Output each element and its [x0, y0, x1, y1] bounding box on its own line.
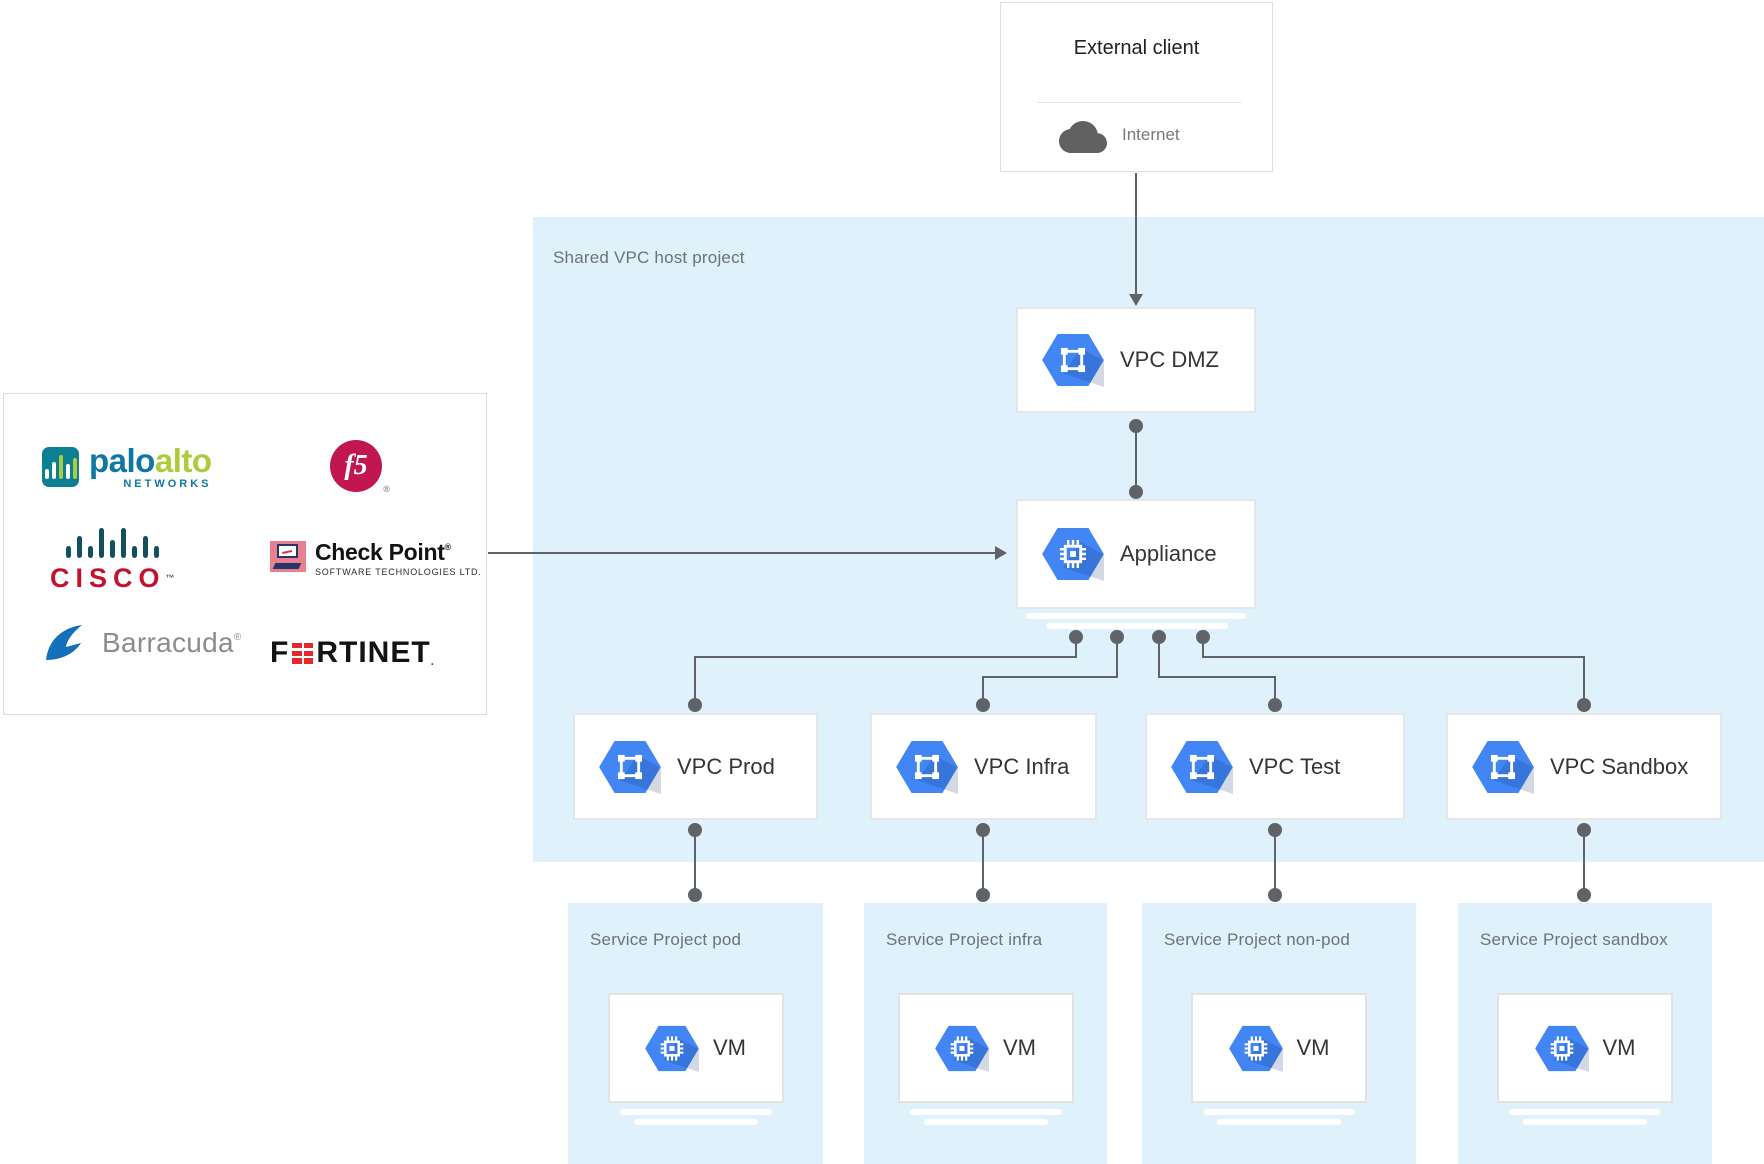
node-label: VPC Sandbox	[1550, 753, 1689, 779]
barracuda-logo: Barracuda®	[44, 624, 242, 662]
compute-vm-icon	[935, 1025, 989, 1072]
service-project-infra-area: Service Project infra VM	[864, 903, 1107, 1164]
f5-registered-mark: ®	[383, 484, 390, 494]
cisco-trademark: ™	[165, 573, 175, 583]
instance-stack-line	[1203, 1109, 1355, 1115]
node-label: Appliance	[1120, 541, 1217, 566]
palo-alto-word-palo: palo	[89, 442, 155, 479]
vpc-dmz-node: VPC DMZ	[1016, 307, 1256, 413]
service-project-infra-label: Service Project infra	[886, 930, 1043, 949]
instance-stack-line	[1217, 1119, 1341, 1125]
vpc-prod-node: VPC Prod	[573, 713, 818, 820]
appliance-node: Appliance	[1016, 499, 1256, 609]
vm-node-non-pod: VM	[1191, 993, 1367, 1103]
vpc-network-icon	[1472, 740, 1534, 794]
palo-alto-networks-subtext: NETWORKS	[123, 478, 212, 490]
vm-label: VM	[1003, 1035, 1036, 1060]
vm-node-infra: VM	[897, 993, 1074, 1103]
compute-appliance-icon	[1042, 527, 1104, 581]
vpc-network-icon	[896, 740, 958, 794]
instance-stack-line	[1509, 1109, 1661, 1115]
check-point-text: Check Point	[315, 539, 445, 565]
instance-stack-line	[923, 1119, 1048, 1125]
vpc-test-node: VPC Test	[1145, 713, 1405, 820]
service-project-non-pod-label: Service Project non-pod	[1164, 930, 1351, 949]
compute-vm-icon	[1229, 1025, 1283, 1072]
shared-vpc-host-project-label: Shared VPC host project	[553, 248, 745, 267]
node-label: VPC Infra	[974, 753, 1070, 779]
palo-alto-word-alto: alto	[154, 442, 212, 479]
vm-node-sandbox: VM	[1497, 993, 1673, 1103]
internet-cloud-icon	[1059, 121, 1107, 153]
internet-label: Internet	[1122, 125, 1180, 144]
compute-vm-icon	[1535, 1025, 1589, 1072]
fortinet-gate-icon	[292, 642, 314, 664]
node-label: VPC Test	[1249, 753, 1341, 779]
node-label: VPC Prod	[677, 753, 775, 779]
vpc-infra-node: VPC Infra	[870, 713, 1097, 820]
vpc-sandbox-node: VPC Sandbox	[1446, 713, 1722, 820]
fortinet-text-start: F	[270, 636, 290, 669]
service-project-pod-label: Service Project pod	[590, 930, 742, 949]
external-client-title: External client	[1073, 37, 1200, 59]
f5-text: f5	[344, 450, 368, 481]
vpc-network-icon	[599, 740, 661, 794]
check-point-logo: Check Point® SOFTWARE TECHNOLOGIES LTD.	[270, 541, 482, 577]
f5-logo: f5 ®	[330, 440, 390, 494]
service-project-sandbox-label: Service Project sandbox	[1480, 930, 1668, 949]
divider	[1037, 102, 1242, 103]
instance-stack-line	[1026, 613, 1246, 619]
cisco-bars-icon	[65, 526, 159, 558]
external-client-card: External client Internet	[1000, 2, 1273, 172]
barracuda-registered-mark: ®	[233, 632, 242, 643]
compute-vm-icon	[645, 1025, 699, 1072]
f5-circle-icon: f5 ®	[330, 440, 390, 494]
vpc-network-icon	[1171, 740, 1233, 794]
fortinet-period: .	[430, 654, 435, 668]
instance-stack-line	[1523, 1119, 1647, 1125]
service-project-pod-area: Service Project pod VM	[568, 903, 823, 1164]
instance-stack-line	[633, 1119, 758, 1125]
cisco-text: CISCO	[50, 563, 166, 593]
palo-alto-networks-logo: paloalto NETWORKS	[42, 444, 212, 490]
check-point-mark-icon	[270, 541, 306, 572]
vm-label: VM	[1296, 1035, 1330, 1060]
check-point-subtext: SOFTWARE TECHNOLOGIES LTD.	[315, 567, 482, 577]
instance-stack-line	[619, 1109, 772, 1115]
fortinet-logo: F RTINET .	[270, 636, 435, 670]
service-project-non-pod-area: Service Project non-pod VM	[1142, 903, 1416, 1164]
cisco-logo: CISCO™	[50, 526, 175, 594]
vpc-network-icon	[1042, 333, 1104, 387]
check-point-registered-mark: ®	[444, 542, 452, 552]
vm-node-pod: VM	[607, 993, 784, 1103]
service-project-sandbox-area: Service Project sandbox VM	[1458, 903, 1712, 1164]
vm-label: VM	[1602, 1035, 1636, 1060]
fortinet-text-end: RTINET	[316, 636, 431, 669]
barracuda-text: Barracuda	[102, 627, 234, 658]
instance-stack-line	[1046, 623, 1228, 629]
instance-stack-line	[909, 1109, 1062, 1115]
appliance-vendors-card	[3, 393, 487, 715]
barracuda-fin-icon	[46, 625, 82, 660]
palo-alto-mark-icon	[42, 447, 79, 487]
node-label: VPC DMZ	[1120, 347, 1219, 372]
vm-label: VM	[713, 1035, 746, 1060]
